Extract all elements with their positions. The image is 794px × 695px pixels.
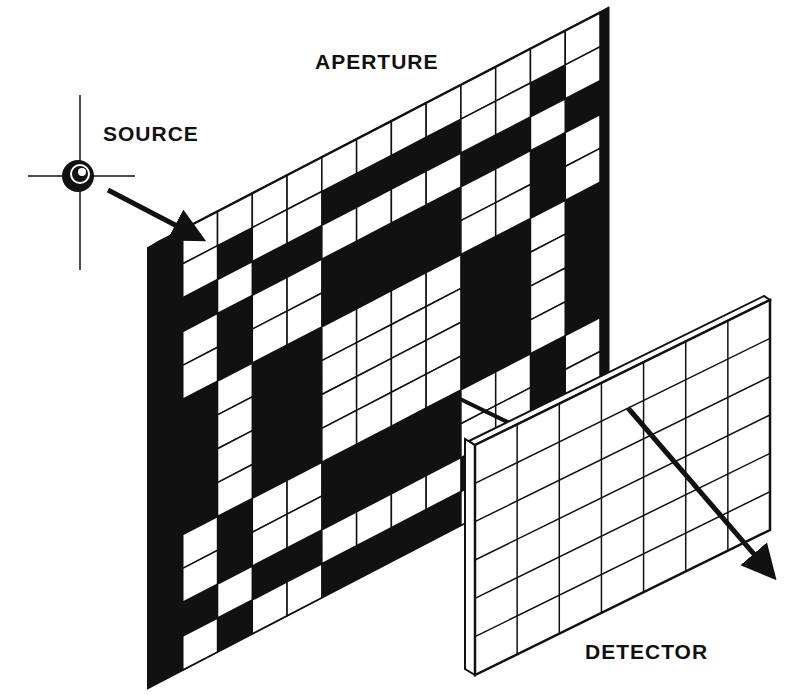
aperture-hole <box>530 99 565 151</box>
aperture-hole <box>252 311 287 363</box>
aperture-hole <box>218 261 253 313</box>
aperture-hole <box>426 458 461 510</box>
aperture-hole <box>252 582 287 634</box>
aperture-hole <box>322 512 357 564</box>
aperture-hole <box>461 203 496 255</box>
aperture-hole <box>357 392 392 444</box>
aperture-hole <box>391 103 426 155</box>
detector-panel <box>475 300 770 675</box>
aperture-hole <box>530 31 565 83</box>
aperture-hole <box>565 47 600 99</box>
aperture-hole <box>391 476 426 528</box>
aperture-hole <box>391 374 426 426</box>
aperture-hole <box>426 356 461 408</box>
outgoing-ray <box>628 408 772 575</box>
aperture-hole <box>496 83 531 135</box>
aperture-hole <box>496 185 531 237</box>
aperture-hole <box>565 148 600 200</box>
aperture-hole <box>287 293 322 345</box>
aperture-hole <box>183 618 218 670</box>
aperture-hole <box>322 410 357 462</box>
aperture-hole <box>218 566 253 618</box>
aperture-hole <box>287 191 322 243</box>
aperture-hole <box>252 210 287 262</box>
aperture-hole <box>183 550 218 602</box>
aperture-hole <box>391 171 426 223</box>
aperture-hole <box>426 85 461 137</box>
aperture-hole <box>322 207 357 259</box>
aperture-hole <box>357 189 392 241</box>
aperture-hole <box>218 194 253 246</box>
aperture-hole <box>287 564 322 616</box>
aperture-hole <box>252 514 287 566</box>
aperture-hole <box>357 494 392 546</box>
aperture-hole <box>357 121 392 173</box>
aperture-label: APERTURE <box>312 50 442 74</box>
aperture-hole <box>287 496 322 548</box>
incoming-ray <box>108 190 200 238</box>
detector-grid <box>475 321 770 655</box>
detector-label: DETECTOR <box>582 640 711 664</box>
aperture-hole <box>426 153 461 205</box>
aperture-hole <box>461 101 496 153</box>
aperture-hole <box>322 140 357 192</box>
aperture-hole <box>218 465 253 517</box>
aperture-hole <box>183 246 218 298</box>
aperture-hole <box>530 302 565 354</box>
source-label: SOURCE <box>100 122 202 146</box>
aperture-hole <box>183 347 218 399</box>
detector-edge <box>465 439 475 675</box>
